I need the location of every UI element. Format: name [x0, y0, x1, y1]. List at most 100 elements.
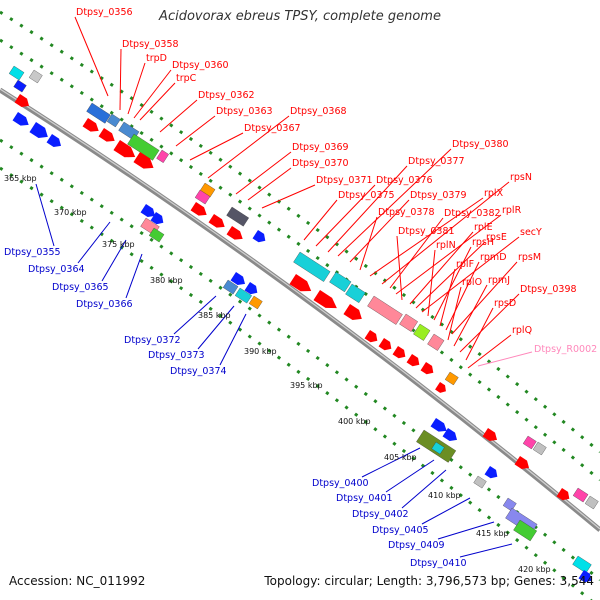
gene-box-upper-4	[106, 113, 121, 128]
gene-box-upper-12	[329, 271, 352, 293]
leader-line	[235, 151, 292, 195]
label-Dtpsy_0364: Dtpsy_0364	[28, 264, 85, 275]
leader-line	[439, 268, 456, 327]
leader-line	[453, 284, 488, 347]
gene-box-upper-13	[345, 283, 366, 303]
gene-box-lower-3	[234, 287, 252, 304]
gene-box-upper-22	[584, 495, 599, 510]
leader-line	[451, 261, 518, 335]
gene-arrow-upper-16	[420, 362, 434, 375]
label-rpsD: rpsD	[494, 298, 516, 309]
genome-backbone	[0, 87, 600, 532]
gene-box-lower-7	[473, 475, 487, 489]
leader-line	[303, 199, 338, 241]
label-secY: secY	[520, 227, 542, 238]
gene-arrow-lower-0	[12, 112, 29, 126]
label-Dtpsy_0402: Dtpsy_0402	[352, 509, 409, 520]
leader-line	[127, 62, 146, 115]
label-Dtpsy_0398: Dtpsy_0398	[520, 284, 577, 295]
leader-line	[445, 261, 480, 331]
label-rplX: rplX	[484, 188, 504, 199]
kbp-tick-label: 390 kbp	[244, 347, 277, 356]
leader-line	[74, 16, 109, 97]
label-Dtpsy_0370: Dtpsy_0370	[292, 158, 349, 169]
gene-arrow-lower-4	[150, 212, 164, 225]
gene-arrow-upper-13	[378, 338, 392, 351]
leader-line	[35, 183, 55, 247]
kbp-tick-label: 385 kbp	[198, 311, 231, 320]
kbp-tick-label: 400 kbp	[338, 417, 371, 426]
kbp-tick-label: 365 kbp	[4, 174, 37, 183]
label-rplO: rplO	[462, 277, 482, 288]
label-rpsM: rpsM	[518, 252, 541, 263]
gene-box-upper-20	[532, 441, 547, 456]
gene-arrow-lower-5	[230, 272, 246, 285]
leader-line	[477, 351, 533, 367]
label-Dtpsy_0410: Dtpsy_0410	[410, 558, 467, 569]
leader-line	[459, 543, 513, 558]
label-Dtpsy_0366: Dtpsy_0366	[76, 299, 133, 310]
accession-text: Accession: NC_011992	[9, 574, 146, 588]
gene-arrow-lower-8	[442, 428, 458, 441]
label-trpC: trpC	[176, 73, 197, 84]
label-Dtpsy_0372: Dtpsy_0372	[124, 335, 181, 346]
gene-box-lower-6	[431, 441, 445, 455]
leader-line	[415, 241, 486, 309]
label-Dtpsy_0360: Dtpsy_0360	[172, 60, 229, 71]
gene-box-upper-11	[293, 251, 331, 282]
gene-arrow-lower-3	[140, 204, 156, 217]
gene-box-upper-2	[13, 79, 27, 93]
gene-box-lower-8	[502, 497, 517, 512]
leader-line	[197, 305, 235, 350]
label-Dtpsy_0369: Dtpsy_0369	[292, 142, 349, 153]
label-rpsH: rpsH	[472, 237, 494, 248]
leader-line	[207, 115, 290, 179]
label-rpmD: rpmD	[480, 252, 507, 263]
gene-arrow-upper-11	[343, 304, 362, 320]
gene-arrow-upper-20	[556, 488, 570, 501]
map-title: Acidovorax ebreus TPSY, complete genome	[159, 9, 441, 24]
leader-line	[219, 313, 247, 366]
label-Dtpsy_0376: Dtpsy_0376	[376, 175, 433, 186]
leader-line	[381, 181, 510, 285]
kbp-tick-label: 380 kbp	[150, 276, 183, 285]
label-Dtpsy_R0002: Dtpsy_R0002	[534, 344, 597, 355]
gene-arrow-upper-10	[313, 290, 337, 309]
label-Dtpsy_0380: Dtpsy_0380	[452, 139, 509, 150]
kbp-tick-label: 370 kbp	[54, 208, 87, 217]
leader-line	[337, 148, 452, 257]
label-rplR: rplR	[502, 205, 522, 216]
gene-box-upper-16	[413, 323, 431, 341]
leader-line	[421, 497, 471, 525]
gene-arrow-upper-19	[514, 456, 530, 469]
leader-line	[189, 132, 244, 161]
gene-arrow-upper-7	[226, 226, 243, 240]
gene-box-upper-0	[8, 65, 25, 81]
leader-line	[395, 214, 502, 295]
leader-line	[77, 221, 111, 264]
leader-line	[101, 239, 127, 282]
leader-line	[427, 249, 436, 317]
gene-box-upper-1	[28, 69, 43, 84]
gene-box-upper-7	[156, 149, 169, 163]
leader-line	[467, 334, 512, 369]
gene-arrow-upper-15	[406, 354, 420, 367]
gene-box-upper-14	[367, 295, 403, 325]
label-trpD: trpD	[146, 53, 167, 64]
gene-arrow-lower-6	[244, 282, 258, 295]
kbp-tick-label: 415 kbp	[476, 529, 509, 538]
leader-line	[401, 469, 447, 509]
gene-box-lower-11	[572, 555, 592, 574]
gene-arrow-upper-1	[82, 118, 99, 132]
label-rplE: rplE	[474, 222, 493, 233]
gene-box-upper-9	[194, 189, 211, 205]
leader-line	[349, 199, 410, 263]
gene-box-lower-1	[148, 227, 165, 243]
leader-line	[437, 521, 495, 540]
gene-box-upper-21	[572, 487, 589, 503]
kbp-tick-label: 375 kbp	[102, 240, 135, 249]
label-Dtpsy_0371: Dtpsy_0371	[316, 175, 373, 186]
gene-arrow-upper-6	[208, 214, 225, 228]
label-Dtpsy_0382: Dtpsy_0382	[444, 208, 501, 219]
